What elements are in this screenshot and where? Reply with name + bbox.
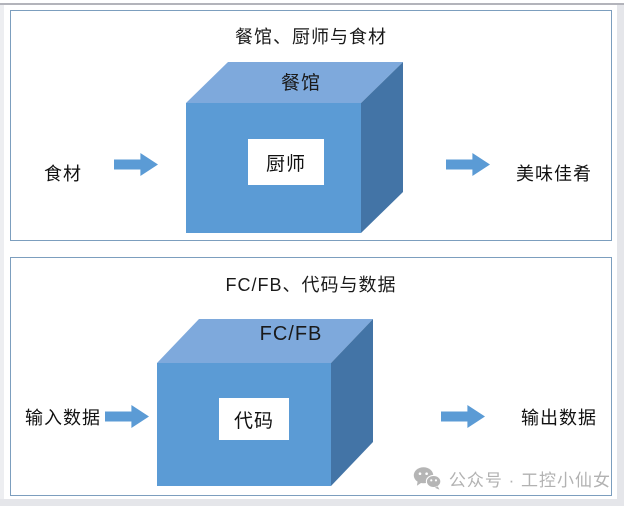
cube-side-face xyxy=(331,319,373,486)
inner-label-box: 厨师 xyxy=(248,139,324,185)
window-left-edge xyxy=(0,5,4,506)
right-arrow-icon xyxy=(446,153,490,176)
cube-3d-shape xyxy=(186,62,403,233)
cube-side-face xyxy=(361,62,403,233)
right-arrow-icon xyxy=(105,405,149,428)
cube-top-label: FC/FB xyxy=(259,323,323,345)
output-label: 输出数据 xyxy=(521,408,597,428)
inner-label: 厨师 xyxy=(265,153,306,175)
input-label: 输入数据 xyxy=(25,408,101,428)
panel-title: 餐馆、厨师与食材 xyxy=(235,27,387,47)
window-right-edge xyxy=(617,5,624,506)
input-label: 食材 xyxy=(44,164,82,184)
window-top-edge xyxy=(0,3,624,5)
inner-label-box: 代码 xyxy=(219,398,289,440)
right-arrow-icon xyxy=(114,153,158,176)
cube-top-face xyxy=(157,319,373,363)
right-arrow-icon xyxy=(441,405,485,428)
cube-restaurant xyxy=(186,62,403,233)
panel-restaurant: 餐馆、厨师与食材 食材 餐馆 厨师 美味佳肴 xyxy=(10,10,612,241)
output-label: 美味佳肴 xyxy=(516,164,592,184)
inner-label: 代码 xyxy=(233,410,274,432)
wechat-icon xyxy=(413,467,441,490)
watermark-text: 公众号 · 工控小仙女 xyxy=(448,470,611,490)
watermark: 公众号 · 工控小仙女 xyxy=(413,464,611,492)
panel-title: FC/FB、代码与数据 xyxy=(225,275,397,295)
cube-top-face xyxy=(186,62,403,103)
panel-fcfb: FC/FB、代码与数据 输入数据 FC/FB 代码 输出数据 xyxy=(10,257,612,496)
cube-top-label: 餐馆 xyxy=(280,73,321,94)
window-bottom-edge xyxy=(0,499,624,506)
